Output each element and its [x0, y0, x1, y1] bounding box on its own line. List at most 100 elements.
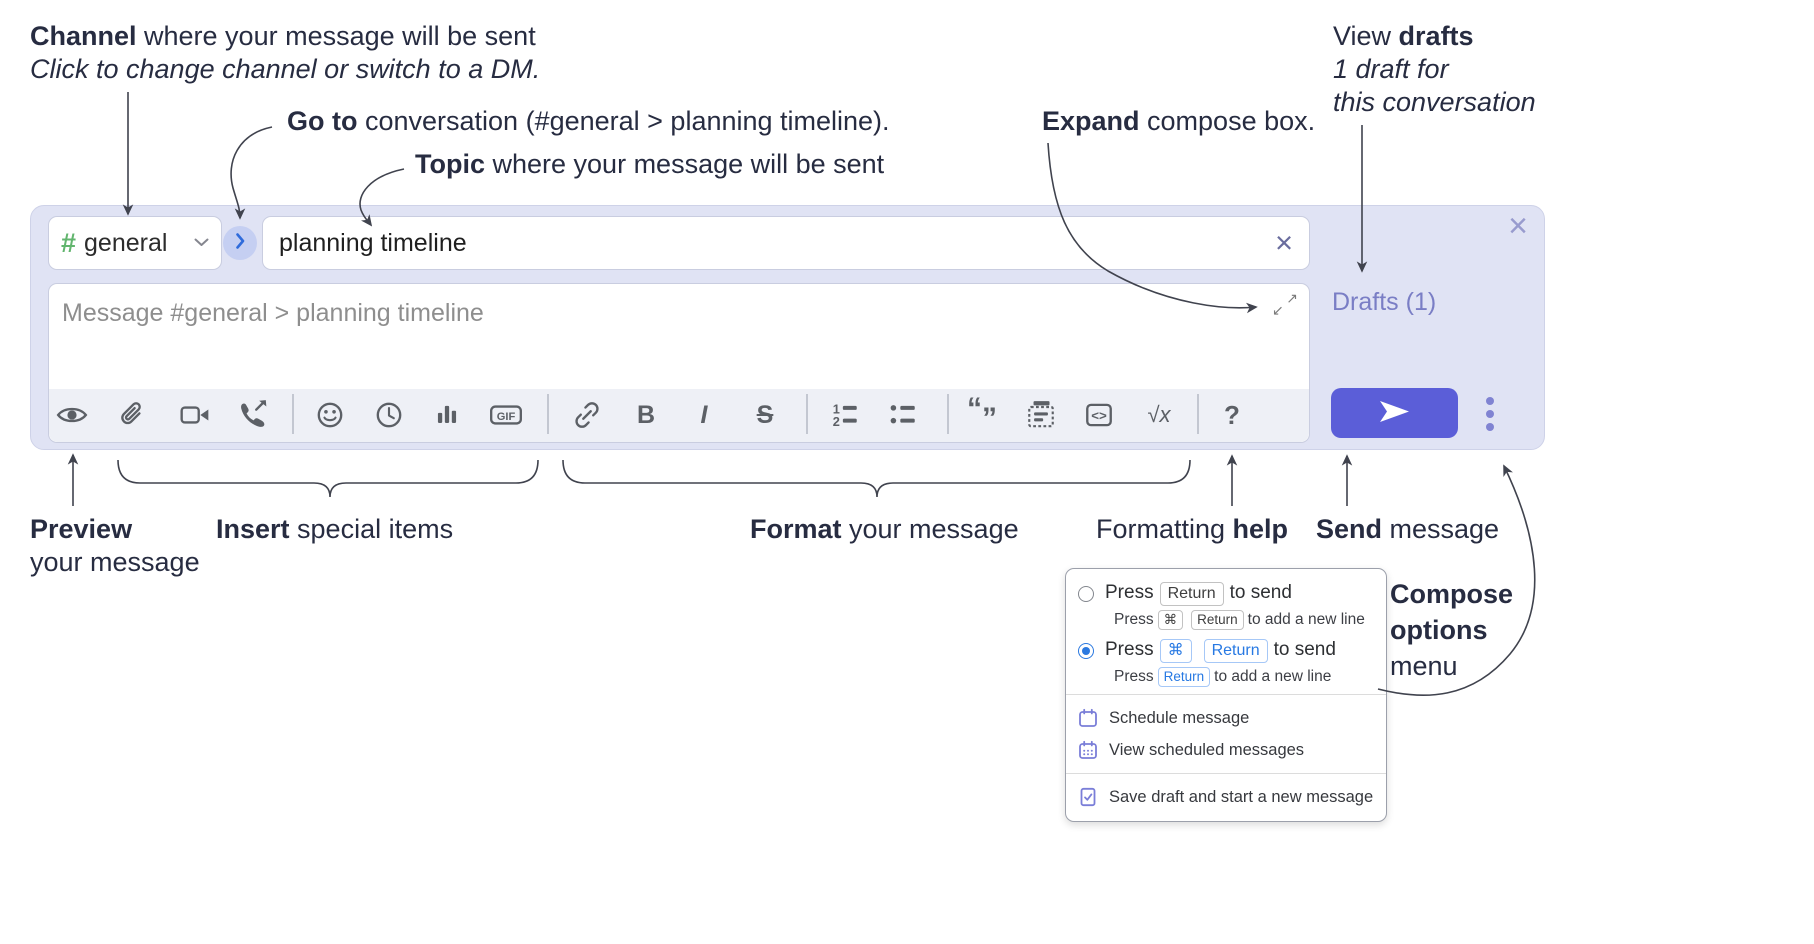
- add-poll-icon[interactable]: [428, 396, 466, 434]
- preview-icon[interactable]: [53, 396, 91, 434]
- annotation-view-drafts-pre: View: [1333, 21, 1399, 51]
- annotation-preview-bold: Preview: [30, 514, 133, 544]
- annotation-view-drafts: View drafts 1 draft for this conversatio…: [1333, 20, 1536, 119]
- draft-check-icon: [1080, 787, 1096, 807]
- message-formatting-help-icon[interactable]: ?: [1224, 399, 1240, 430]
- annotation-goto: Go to conversation (#general > planning …: [287, 105, 890, 138]
- annotation-compose-options-l2: options: [1390, 615, 1488, 645]
- kbd-return: Return: [1159, 582, 1224, 606]
- attach-file-icon[interactable]: [114, 396, 152, 434]
- kbd-return-blue: Return: [1157, 667, 1211, 687]
- annotation-formatting-help-bold: help: [1232, 514, 1289, 544]
- menu-item-label: View scheduled messages: [1109, 740, 1305, 759]
- strikethrough-icon[interactable]: S: [756, 400, 774, 429]
- kbd-cmd-blue: ⌘: [1159, 639, 1192, 663]
- math-root-glyph: √: [1147, 402, 1160, 427]
- add-gif-icon[interactable]: GIF: [487, 396, 525, 434]
- annotation-formatting-help: Formatting help: [1096, 513, 1288, 546]
- radio-unselected-icon[interactable]: [1078, 586, 1094, 602]
- math-icon[interactable]: √x: [1140, 396, 1178, 434]
- annotation-compose-options-l3: menu: [1390, 651, 1458, 681]
- add-global-time-icon[interactable]: [370, 396, 408, 434]
- brace-insert: [117, 459, 539, 498]
- annotation-channel-line2: Click to change channel or switch to a D…: [30, 54, 541, 84]
- annotation-topic-bold: Topic: [415, 149, 485, 179]
- bold-icon[interactable]: B: [636, 400, 656, 429]
- chevron-right-icon: [235, 232, 245, 254]
- bulleted-list-icon[interactable]: [884, 396, 922, 434]
- close-compose-icon[interactable]: ×: [1508, 206, 1528, 245]
- spoiler-icon[interactable]: [1022, 396, 1060, 434]
- annotation-view-drafts-line2: 1 draft for: [1333, 54, 1449, 84]
- toolbar-divider: [1197, 394, 1199, 434]
- add-emoji-icon[interactable]: [311, 396, 349, 434]
- annotation-topic: Topic where your message will be sent: [415, 148, 884, 181]
- compose-toolbar: [49, 389, 1309, 442]
- arrow-sw-icon: ↙: [1272, 302, 1284, 318]
- annotation-formatting-help-pre: Formatting: [1096, 514, 1233, 544]
- menu-item-label: Schedule message: [1109, 708, 1250, 727]
- annotation-channel-rest: where your message will be sent: [136, 21, 536, 51]
- annotation-send-rest: message: [1382, 514, 1500, 544]
- math-x-glyph: x: [1159, 402, 1171, 427]
- kbd-return-blue: Return: [1203, 639, 1268, 663]
- compose-options-icon[interactable]: [1478, 392, 1502, 436]
- menu-item-label: Save draft and start a new message: [1109, 787, 1374, 806]
- link-icon[interactable]: [568, 396, 606, 434]
- go-to-conversation-button[interactable]: [223, 226, 257, 260]
- brace-format: [562, 459, 1191, 498]
- annotation-compose-options: Compose options menu: [1390, 576, 1513, 684]
- toolbar-divider: [547, 394, 549, 434]
- send-icon: [1379, 400, 1410, 426]
- calendar-icon: [1079, 708, 1097, 727]
- quote-icon[interactable]: “”: [965, 392, 1003, 435]
- chevron-down-icon: [194, 234, 209, 252]
- calendar-days-icon: [1079, 740, 1097, 759]
- channel-selector[interactable]: # general: [48, 216, 222, 270]
- annotation-topic-rest: where your message will be sent: [485, 149, 885, 179]
- topic-clear-icon[interactable]: ×: [1274, 225, 1294, 260]
- annotation-format: Format your message: [750, 513, 1019, 546]
- annotation-goto-bold: Go to: [287, 106, 358, 136]
- menu-divider: [1066, 694, 1386, 695]
- expand-compose-icon[interactable]: ↗ ↙: [1272, 291, 1298, 317]
- annotation-goto-rest: conversation (#general > planning timeli…: [357, 106, 890, 136]
- annotation-preview-line2: your message: [30, 547, 200, 577]
- topic-input[interactable]: [262, 216, 1310, 270]
- start-video-call-icon[interactable]: [176, 396, 214, 434]
- annotation-channel-bold: Channel: [30, 21, 137, 51]
- quote-glyphs: “”: [967, 392, 997, 435]
- annotation-expand-bold: Expand: [1042, 106, 1140, 136]
- start-audio-call-icon[interactable]: [234, 396, 272, 434]
- menu-item-save-draft[interactable]: Save draft and start a new message: [1066, 781, 1386, 813]
- code-icon[interactable]: <>: [1080, 396, 1118, 434]
- send-button[interactable]: [1331, 388, 1458, 438]
- message-input[interactable]: [60, 297, 1210, 381]
- kbd-return: Return: [1191, 610, 1244, 630]
- annotation-send: Send message: [1316, 513, 1499, 546]
- italic-icon[interactable]: I: [700, 400, 708, 429]
- channel-hash-icon: #: [61, 227, 77, 258]
- toolbar-divider: [947, 394, 949, 434]
- svg-text:2: 2: [833, 414, 840, 429]
- drafts-link[interactable]: Drafts (1): [1332, 288, 1437, 316]
- annotation-expand-rest: compose box.: [1139, 106, 1316, 136]
- menu-item-view-scheduled[interactable]: View scheduled messages: [1066, 734, 1386, 766]
- radio-selected-icon[interactable]: [1078, 643, 1094, 659]
- menu-item-schedule-message[interactable]: Schedule message: [1066, 702, 1386, 734]
- annotation-compose-options-l1: Compose: [1390, 579, 1514, 609]
- svg-text:1: 1: [833, 401, 840, 416]
- annotation-view-drafts-bold: drafts: [1398, 21, 1474, 51]
- annotation-view-drafts-line3: this conversation: [1333, 87, 1536, 117]
- annotation-insert: Insert special items: [216, 513, 453, 546]
- annotation-channel: Channel where your message will be sent …: [30, 20, 540, 86]
